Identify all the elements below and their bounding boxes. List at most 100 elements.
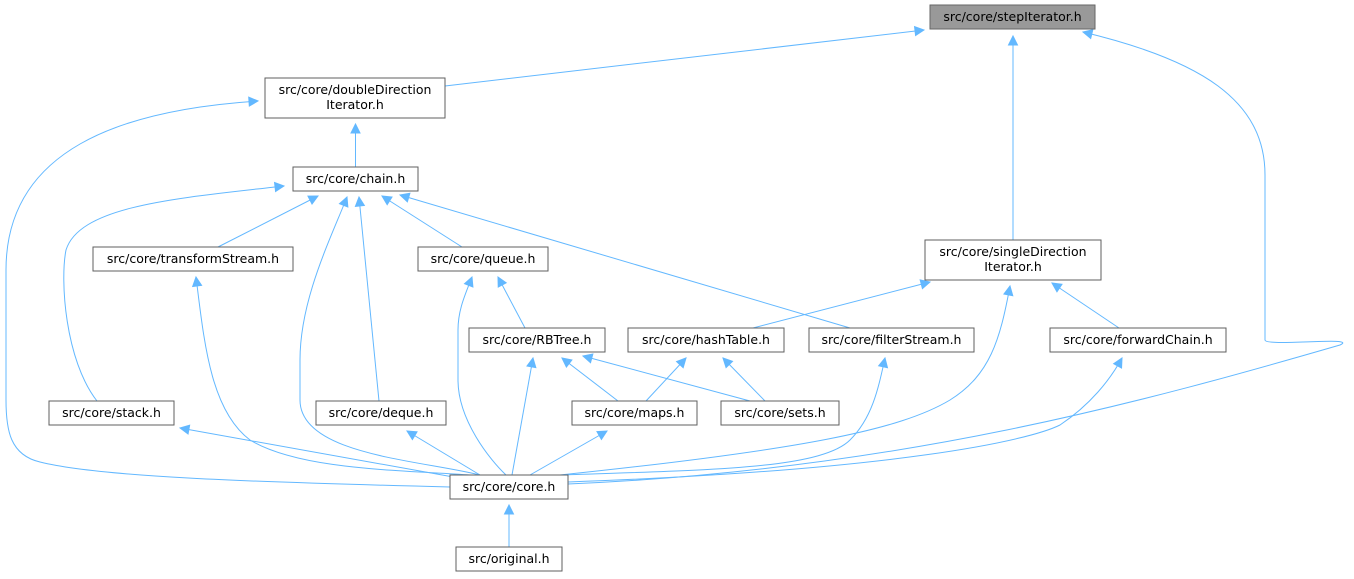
node-queue[interactable]: src/core/queue.h xyxy=(417,246,549,272)
edge-stack-to-chain xyxy=(63,181,286,402)
node-label-original: src/original.h xyxy=(468,551,549,566)
edge-transformStream-to-chain xyxy=(217,195,319,248)
node-label-hashTable: src/core/hashTable.h xyxy=(642,332,770,347)
edge-forwardChain-to-singleDirection xyxy=(1051,282,1120,329)
node-label-stepIterator: src/core/stepIterator.h xyxy=(943,9,1081,24)
edge-line xyxy=(299,196,481,476)
edge-line xyxy=(63,185,285,402)
edge-doubleDirection-to-stepIterator xyxy=(444,25,926,87)
arrowhead-icon xyxy=(1081,29,1094,40)
node-label-deque: src/core/deque.h xyxy=(329,405,434,420)
arrowhead-icon xyxy=(406,430,418,441)
arrowhead-icon xyxy=(919,279,932,290)
edge-queue-to-chain xyxy=(381,195,463,248)
arrowhead-icon xyxy=(338,195,349,208)
arrowhead-icon xyxy=(191,275,203,288)
node-label-doubleDirection-1: src/core/doubleDirection xyxy=(279,82,432,97)
node-filterStream[interactable]: src/core/filterStream.h xyxy=(808,327,975,353)
arrowhead-icon xyxy=(1003,284,1014,297)
node-core[interactable]: src/core/core.h xyxy=(449,474,569,500)
node-chain[interactable]: src/core/chain.h xyxy=(292,166,419,192)
edge-core-to-doubleDirection xyxy=(5,96,451,488)
arrowhead-icon xyxy=(526,356,537,369)
arrowhead-icon xyxy=(273,181,286,193)
edge-core-to-stack xyxy=(178,424,471,481)
node-original[interactable]: src/original.h xyxy=(455,546,563,572)
arrowhead-icon xyxy=(463,275,474,288)
arrowhead-icon xyxy=(722,357,734,369)
node-transformStream[interactable]: src/core/transformStream.h xyxy=(92,246,294,272)
node-label-transformStream: src/core/transformStream.h xyxy=(107,251,279,266)
edge-line xyxy=(511,357,534,476)
node-label-singleDirection-2: Iterator.h xyxy=(984,259,1042,274)
arrowhead-icon xyxy=(561,357,573,368)
edge-line xyxy=(559,285,1011,476)
node-rbtree[interactable]: src/core/RBTree.h xyxy=(468,327,606,353)
edge-line xyxy=(722,357,766,402)
edges-layer xyxy=(5,25,1344,547)
arrowhead-icon xyxy=(1112,357,1123,369)
node-deque[interactable]: src/core/deque.h xyxy=(315,400,447,426)
arrowhead-icon xyxy=(398,192,411,203)
edge-line xyxy=(752,281,931,329)
node-stepIterator[interactable]: src/core/stepIterator.h xyxy=(929,4,1096,30)
arrowhead-icon xyxy=(354,195,366,207)
edge-line xyxy=(358,196,380,402)
node-label-filterStream: src/core/filterStream.h xyxy=(822,332,962,347)
edge-chain-to-doubleDirection xyxy=(350,122,361,167)
edge-line xyxy=(399,194,851,329)
edge-line xyxy=(217,195,319,248)
arrowhead-icon xyxy=(381,195,393,206)
arrowhead-icon xyxy=(307,195,319,206)
node-label-sets: src/core/sets.h xyxy=(734,405,825,420)
edge-core-to-filterStream xyxy=(561,356,889,476)
edge-line xyxy=(5,100,451,488)
edge-line xyxy=(457,276,507,476)
node-singleDirection[interactable]: src/core/singleDirection Iterator.h xyxy=(924,239,1102,281)
nodes-layer: src/core/stepIterator.h src/core/doubleD… xyxy=(48,4,1227,572)
edge-line xyxy=(645,357,687,402)
edge-line xyxy=(497,276,526,329)
edge-rbtree-to-queue xyxy=(497,276,526,329)
node-label-singleDirection-1: src/core/singleDirection xyxy=(939,244,1086,259)
node-maps[interactable]: src/core/maps.h xyxy=(571,400,698,426)
edge-line xyxy=(444,29,925,87)
arrowhead-icon xyxy=(913,25,926,37)
edge-core-to-queue xyxy=(457,275,507,476)
edge-line xyxy=(567,31,1344,485)
edge-line xyxy=(195,276,471,476)
edge-deque-to-chain xyxy=(354,195,380,402)
edge-line xyxy=(529,430,608,476)
arrowhead-icon xyxy=(596,430,608,441)
arrowhead-icon xyxy=(675,357,687,369)
node-label-core: src/core/core.h xyxy=(463,479,556,494)
node-doubleDirection[interactable]: src/core/doubleDirection Iterator.h xyxy=(264,77,446,119)
arrowhead-icon xyxy=(497,276,508,288)
edge-line xyxy=(1051,282,1120,329)
arrowhead-icon xyxy=(503,503,515,515)
node-sets[interactable]: src/core/sets.h xyxy=(720,400,840,426)
edge-maps-to-rbtree xyxy=(561,357,619,402)
node-label-doubleDirection-2: Iterator.h xyxy=(326,97,384,112)
edge-core-to-maps xyxy=(529,430,608,476)
edge-line xyxy=(561,357,619,402)
arrowhead-icon xyxy=(1051,282,1063,293)
arrowhead-icon xyxy=(1007,34,1019,46)
edge-core-to-forwardChain xyxy=(567,357,1123,483)
node-label-maps: src/core/maps.h xyxy=(585,405,685,420)
edge-core-to-chain xyxy=(299,195,481,476)
edge-maps-to-hashTable xyxy=(645,357,687,402)
node-label-forwardChain: src/core/forwardChain.h xyxy=(1063,332,1212,347)
edge-sets-to-hashTable xyxy=(722,357,766,402)
edge-hashTable-to-singleDirection xyxy=(752,279,932,329)
edge-core-to-rbtree xyxy=(511,356,537,476)
node-hashTable[interactable]: src/core/hashTable.h xyxy=(627,327,785,353)
node-forwardChain[interactable]: src/core/forwardChain.h xyxy=(1049,327,1227,353)
arrowhead-icon xyxy=(581,353,594,364)
node-stack[interactable]: src/core/stack.h xyxy=(48,400,175,426)
edge-original-to-core xyxy=(503,503,515,547)
edge-line xyxy=(179,427,471,481)
edge-line xyxy=(561,357,886,476)
node-label-chain: src/core/chain.h xyxy=(306,171,406,186)
